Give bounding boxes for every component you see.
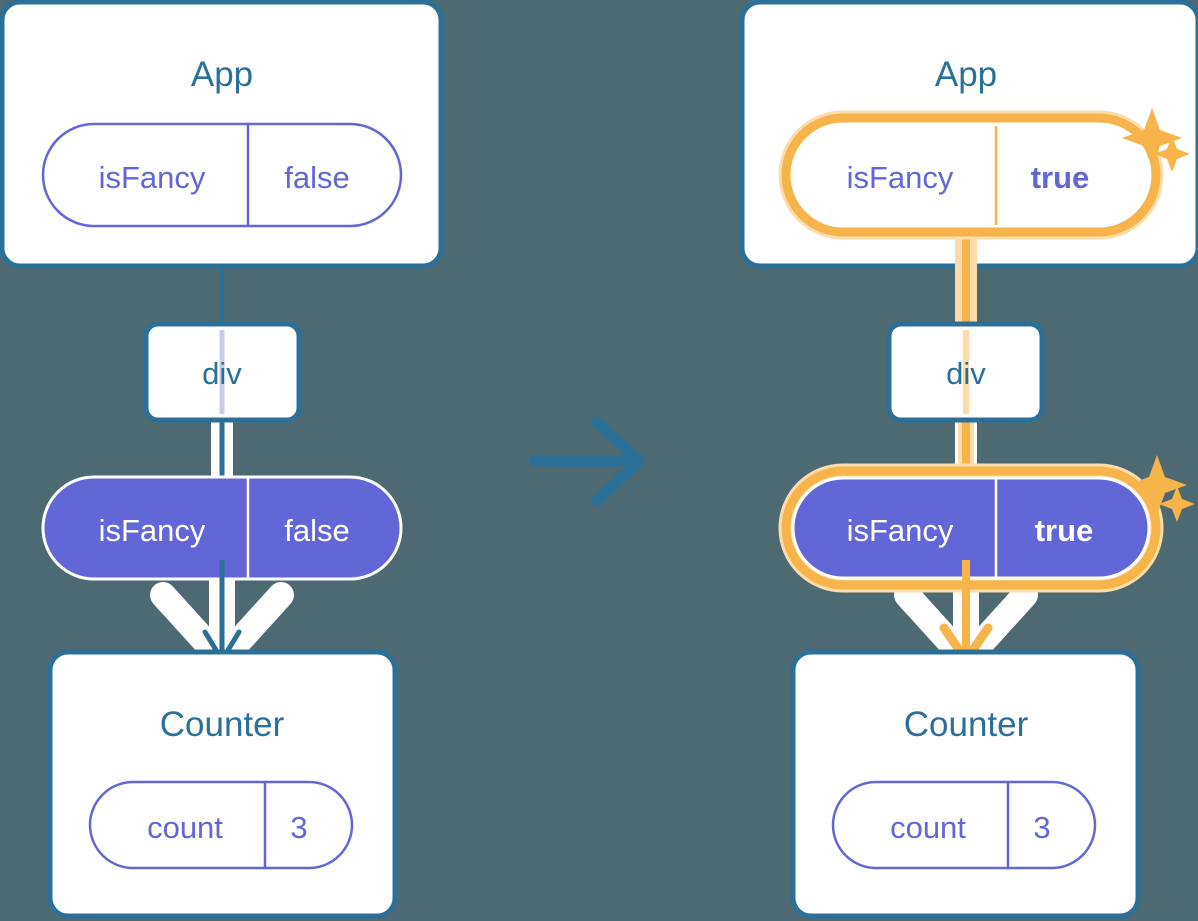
app-card-title-left: App: [191, 55, 253, 94]
app-state-pill-value-left: false: [284, 160, 349, 195]
app-state-pill-shape-left: [41, 122, 403, 228]
counter-card-title-left: Counter: [160, 705, 285, 744]
arrow-right-icon: [529, 416, 645, 507]
counter-state-pill-left[interactable]: count 3: [88, 780, 354, 870]
counter-state-pill-shape-right: [831, 780, 1097, 870]
props-pill-highlight-ring-right: [781, 466, 1161, 590]
app-state-pill-key-left: isFancy: [99, 160, 206, 195]
sparkle-app-pill-icon: [1122, 108, 1190, 172]
counter-state-pill-key-left: count: [147, 810, 223, 845]
app-state-pill-highlight-ring-right: [781, 113, 1161, 237]
props-pill-right[interactable]: isFancy true: [778, 463, 1164, 593]
counter-card-title-right: Counter: [904, 705, 1029, 744]
counter-state-pill-value-right: 3: [1033, 810, 1050, 845]
div-node-label-left: div: [202, 356, 242, 391]
app-state-pill-key-right: isFancy: [847, 160, 954, 195]
app-state-pill-value-right: true: [1031, 160, 1090, 195]
props-pill-key-left: isFancy: [99, 513, 206, 548]
app-card-title-right: App: [935, 55, 997, 94]
div-node-label-right: div: [946, 356, 986, 391]
app-state-pill-left[interactable]: isFancy false: [41, 122, 403, 228]
counter-state-pill-right[interactable]: count 3: [831, 780, 1097, 870]
counter-state-pill-key-right: count: [890, 810, 966, 845]
app-state-pill-right[interactable]: isFancy true: [778, 110, 1164, 240]
props-pill-left[interactable]: isFancy false: [41, 475, 403, 581]
sparkle-props-pill-icon: [1127, 455, 1195, 522]
props-pill-key-right: isFancy: [847, 513, 954, 548]
props-pill-shape-right: [791, 476, 1151, 580]
props-pill-value-right: true: [1035, 513, 1094, 548]
counter-state-pill-shape-left: [88, 780, 354, 870]
counter-state-pill-value-left: 3: [290, 810, 307, 845]
props-pill-value-left: false: [284, 513, 349, 548]
